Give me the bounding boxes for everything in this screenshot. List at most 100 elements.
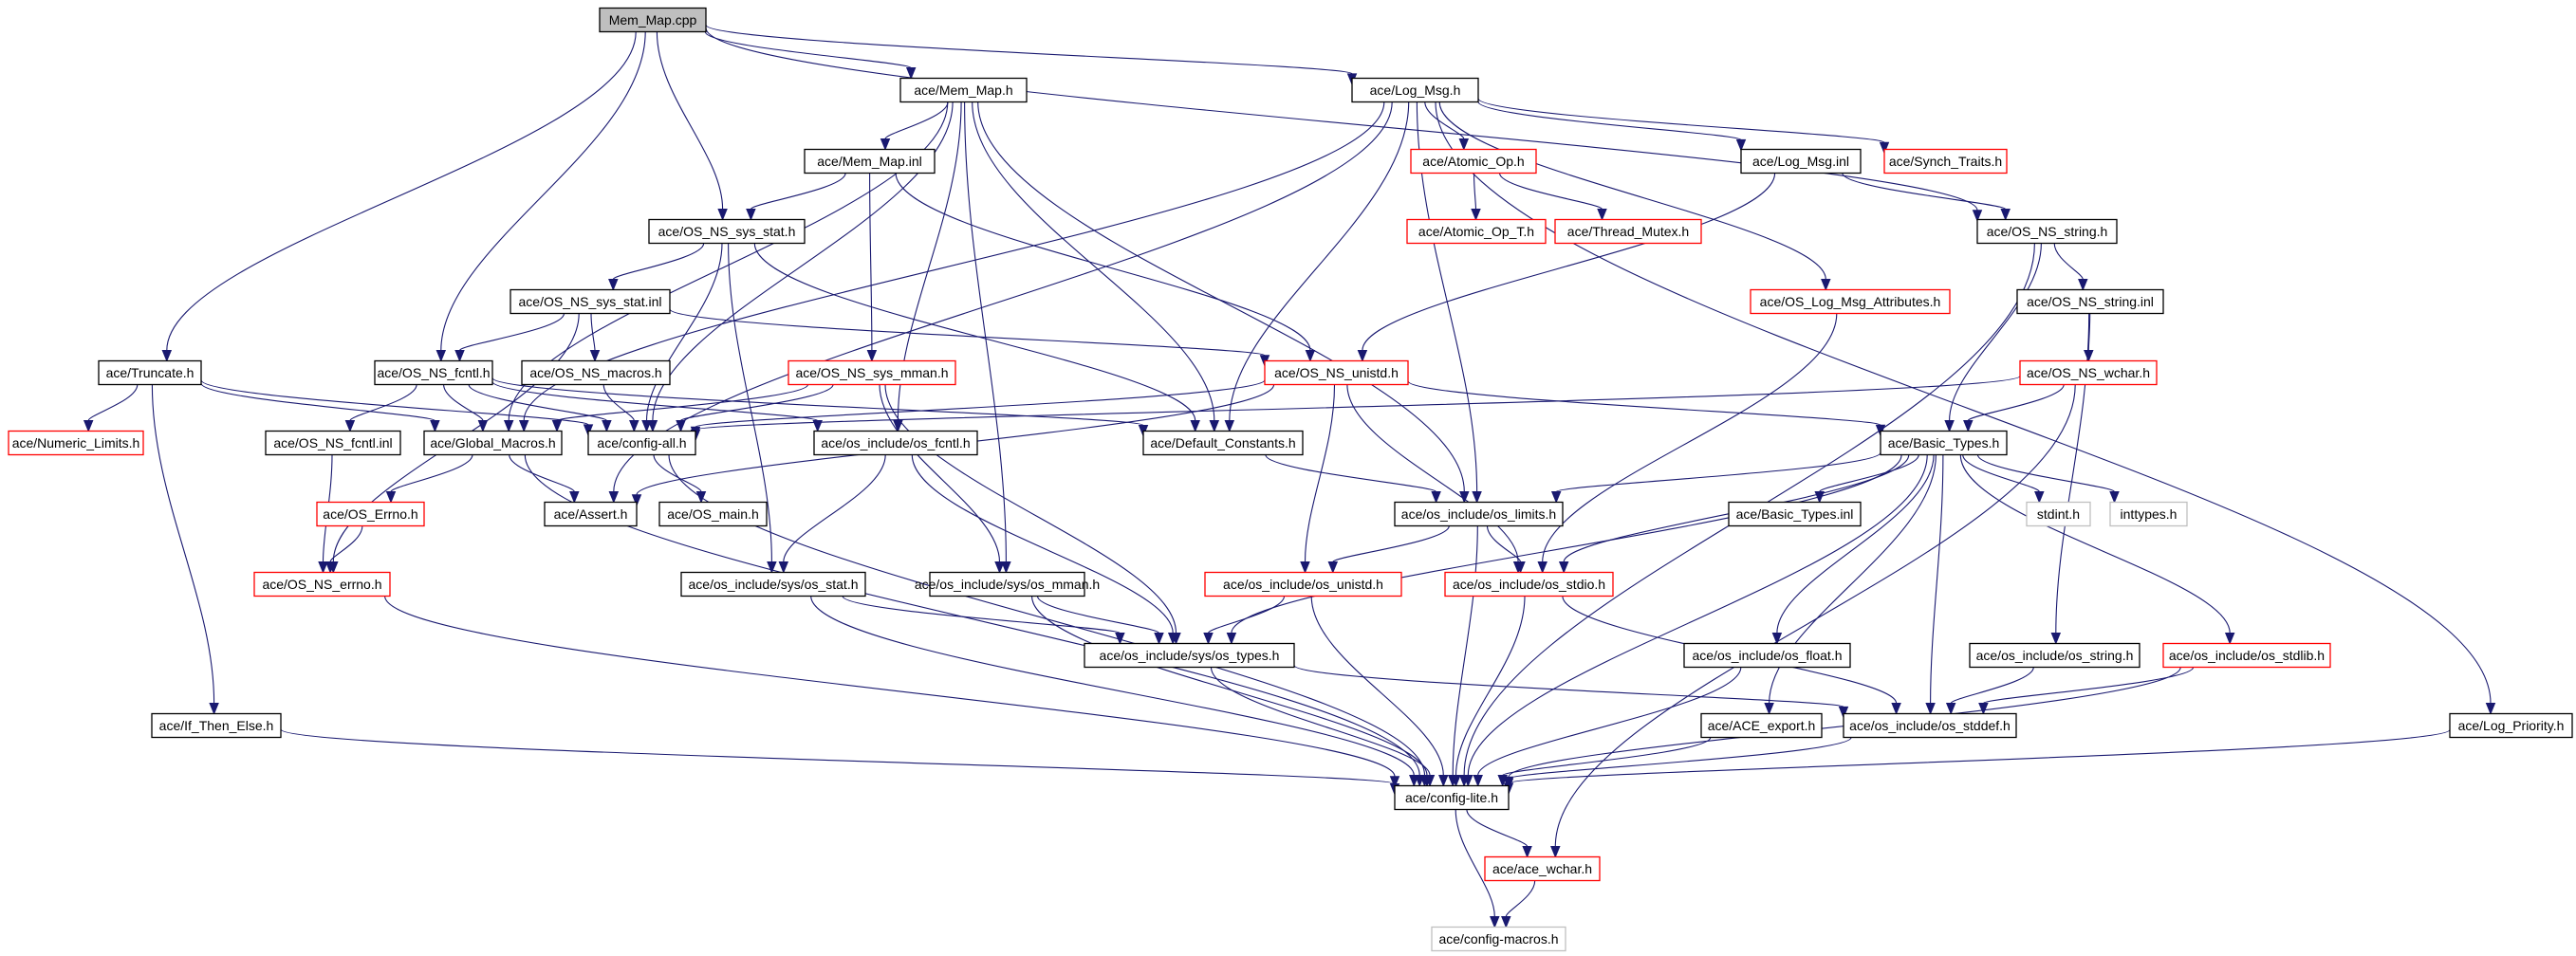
node-label: ace/OS_main.h [667, 506, 759, 522]
graph-node-ace-os-ns-string-h[interactable]: ace/OS_NS_string.h [1976, 218, 2118, 245]
arrowhead-icon [631, 494, 642, 507]
graph-node-ace-config-lite-h[interactable]: ace/config-lite.h [1394, 784, 1510, 811]
arrowhead-icon [583, 424, 594, 437]
graph-node-ace-os-ns-macros-h[interactable]: ace/OS_NS_macros.h [521, 359, 671, 386]
graph-node-ace-config-all-h[interactable]: ace/config-all.h [587, 430, 696, 456]
graph-node-ace-atomic-op-h[interactable]: ace/Atomic_Op.h [1410, 148, 1537, 175]
arrowhead-icon [83, 420, 94, 432]
arrowhead-icon [1300, 561, 1310, 574]
graph-node-ace-log-msg-h[interactable]: ace/Log_Msg.h [1351, 77, 1479, 103]
graph-node-ace-os-ns-fcntl-h[interactable]: ace/OS_NS_fcntl.h [374, 359, 493, 386]
node-box [1394, 784, 1510, 811]
graph-node-ace-log-priority-h[interactable]: ace/Log_Priority.h [2449, 712, 2573, 739]
arrowhead-icon [1327, 561, 1339, 574]
node-label: ace/Basic_Types.h [1888, 435, 2000, 450]
node-label: ace/os_include/os_stdio.h [1453, 577, 1605, 592]
graph-node-ace-mem-map-h[interactable]: ace/Mem_Map.h [899, 77, 1028, 103]
edge-n47-to-n49 [1455, 809, 1495, 917]
edge-n37-to-n39 [1207, 596, 1286, 634]
edge-n26-to-n33 [1976, 454, 2116, 493]
arrowhead-icon [1389, 776, 1400, 789]
graph-node-ace-ace-export-h[interactable]: ace/ACE_export.h [1700, 712, 1823, 739]
arrowhead-icon [324, 561, 336, 574]
arrowhead-icon [1305, 350, 1316, 362]
graph-node-ace-os-include-os-stddef-h[interactable]: ace/os_include/os_stddef.h [1843, 712, 2017, 739]
graph-node-ace-os-ns-sys-stat-h[interactable]: ace/OS_NS_sys_stat.h [648, 218, 806, 245]
node-box [1740, 148, 1862, 175]
graph-node-ace-os-ns-sys-stat-inl[interactable]: ace/OS_NS_sys_stat.inl [510, 288, 671, 315]
graph-node-ace-os-ns-fcntl-inl[interactable]: ace/OS_NS_fcntl.inl [265, 430, 401, 456]
graph-node-ace-os-include-os-float-h[interactable]: ace/os_include/os_float.h [1683, 642, 1851, 669]
arrowhead-icon [767, 561, 777, 574]
arrowhead-icon [647, 420, 658, 432]
graph-node-ace-os-include-os-string-h[interactable]: ace/os_include/os_string.h [1969, 642, 2140, 669]
graph-node-ace-numeric-limits-h[interactable]: ace/Numeric_Limits.h [8, 430, 144, 456]
edge-n18-to-n37 [1304, 384, 1336, 562]
edge-n37-to-n47 [1310, 596, 1444, 776]
graph-node-ace-mem-map-inl[interactable]: ace/Mem_Map.inl [804, 148, 936, 175]
graph-node-inttypes-h[interactable]: inttypes.h [2109, 501, 2188, 527]
node-label: ace/Atomic_Op.h [1422, 154, 1524, 169]
graph-node-ace-basic-types-h[interactable]: ace/Basic_Types.h [1880, 430, 2008, 456]
graph-node-ace-os-include-sys-os-stat-h[interactable]: ace/os_include/sys/os_stat.h [680, 571, 866, 598]
node-label: ace/OS_NS_sys_stat.h [658, 224, 796, 239]
graph-node-stdint-h[interactable]: stdint.h [2026, 501, 2091, 527]
edge-n17-to-n36 [879, 384, 1001, 562]
node-box [98, 359, 202, 386]
node-box [1394, 501, 1564, 527]
node-box [544, 501, 638, 527]
arrowhead-icon [2078, 279, 2088, 291]
node-label: ace/OS_Log_Msg_Attributes.h [1760, 294, 1941, 309]
node-label: ace/OS_NS_errno.h [262, 577, 381, 592]
graph-node-ace-os-ns-errno-h[interactable]: ace/OS_NS_errno.h [253, 571, 391, 598]
graph-node-ace-atomic-op-t-h[interactable]: ace/Atomic_Op_T.h [1406, 218, 1547, 245]
edge-n7-to-n23 [645, 243, 723, 421]
graph-node-ace-os-include-os-unistd-h[interactable]: ace/os_include/os_unistd.h [1204, 571, 1402, 598]
graph-node-ace-os-main-h[interactable]: ace/OS_main.h [658, 501, 768, 527]
graph-node-ace-os-include-os-stdio-h[interactable]: ace/os_include/os_stdio.h [1444, 571, 1614, 598]
edge-n22-to-n28 [509, 454, 575, 493]
graph-node-ace-if-then-else-h[interactable]: ace/If_Then_Else.h [151, 712, 282, 739]
edge-n2-to-n46 [1435, 101, 2492, 704]
edge-n43-to-n47 [280, 728, 1396, 785]
graph-node-ace-os-ns-string-inl[interactable]: ace/OS_NS_string.inl [2016, 288, 2164, 315]
node-label: stdint.h [2037, 506, 2080, 522]
edge-n15-to-n25 [491, 377, 1144, 427]
graph-node-ace-ace-wchar-h[interactable]: ace/ace_wchar.h [1484, 855, 1601, 882]
edge-n11-to-n16 [590, 313, 596, 351]
graph-node-ace-os-include-sys-os-mman-h[interactable]: ace/os_include/sys/os_mman.h [915, 571, 1100, 598]
graph-node-ace-os-include-os-fcntl-h[interactable]: ace/os_include/os_fcntl.h [813, 430, 978, 456]
graph-node-ace-log-msg-inl[interactable]: ace/Log_Msg.inl [1740, 148, 1862, 175]
graph-node-ace-global-macros-h[interactable]: ace/Global_Macros.h [423, 430, 563, 456]
graph-node-ace-os-log-msg-attributes-h[interactable]: ace/OS_Log_Msg_Attributes.h [1750, 288, 1951, 315]
graph-node-ace-basic-types-inl[interactable]: ace/Basic_Types.inl [1728, 501, 1862, 527]
graph-node-ace-thread-mutex-h[interactable]: ace/Thread_Mutex.h [1554, 218, 1702, 245]
graph-node-ace-default-constants-h[interactable]: ace/Default_Constants.h [1142, 430, 1304, 456]
graph-node-ace-os-include-sys-os-types-h[interactable]: ace/os_include/sys/os_types.h [1084, 642, 1295, 669]
node-label: ace/OS_NS_unistd.h [1274, 365, 1399, 380]
graph-node-ace-os-ns-unistd-h[interactable]: ace/OS_NS_unistd.h [1264, 359, 1409, 386]
node-label: ace/Mem_Map.inl [817, 154, 922, 169]
graph-node-ace-os-ns-wchar-h[interactable]: ace/OS_NS_wchar.h [2019, 359, 2158, 386]
arrowhead-icon [1522, 846, 1532, 858]
graph-node-mem-map-cpp[interactable]: Mem_Map.cpp [599, 7, 707, 33]
graph-node-ace-config-macros-h[interactable]: ace/config-macros.h [1431, 926, 1566, 952]
edge-n3-to-n7 [750, 173, 846, 211]
edge-n26-to-n40 [1776, 454, 1935, 634]
node-label: ace/Synch_Traits.h [1889, 154, 2002, 169]
edge-n23-to-n29 [653, 454, 702, 492]
arrowhead-icon [746, 209, 756, 221]
edge-n22-to-n27 [390, 454, 473, 493]
graph-node-ace-os-errno-h[interactable]: ace/OS_Errno.h [316, 501, 425, 527]
graph-node-ace-os-include-os-limits-h[interactable]: ace/os_include/os_limits.h [1394, 501, 1564, 527]
graph-node-ace-os-ns-sys-mman-h[interactable]: ace/OS_NS_sys_mman.h [788, 359, 956, 386]
graph-node-ace-truncate-h[interactable]: ace/Truncate.h [98, 359, 202, 386]
graph-node-ace-os-include-os-stdlib-h[interactable]: ace/os_include/os_stdlib.h [2162, 642, 2331, 669]
node-label: ace/OS_NS_fcntl.inl [273, 435, 392, 450]
node-label: ace/Basic_Types.inl [1736, 506, 1854, 522]
graph-node-ace-assert-h[interactable]: ace/Assert.h [544, 501, 638, 527]
node-box [648, 218, 806, 245]
node-box [1351, 77, 1479, 103]
graph-node-ace-synch-traits-h[interactable]: ace/Synch_Traits.h [1883, 148, 2008, 175]
node-box [929, 571, 1085, 598]
